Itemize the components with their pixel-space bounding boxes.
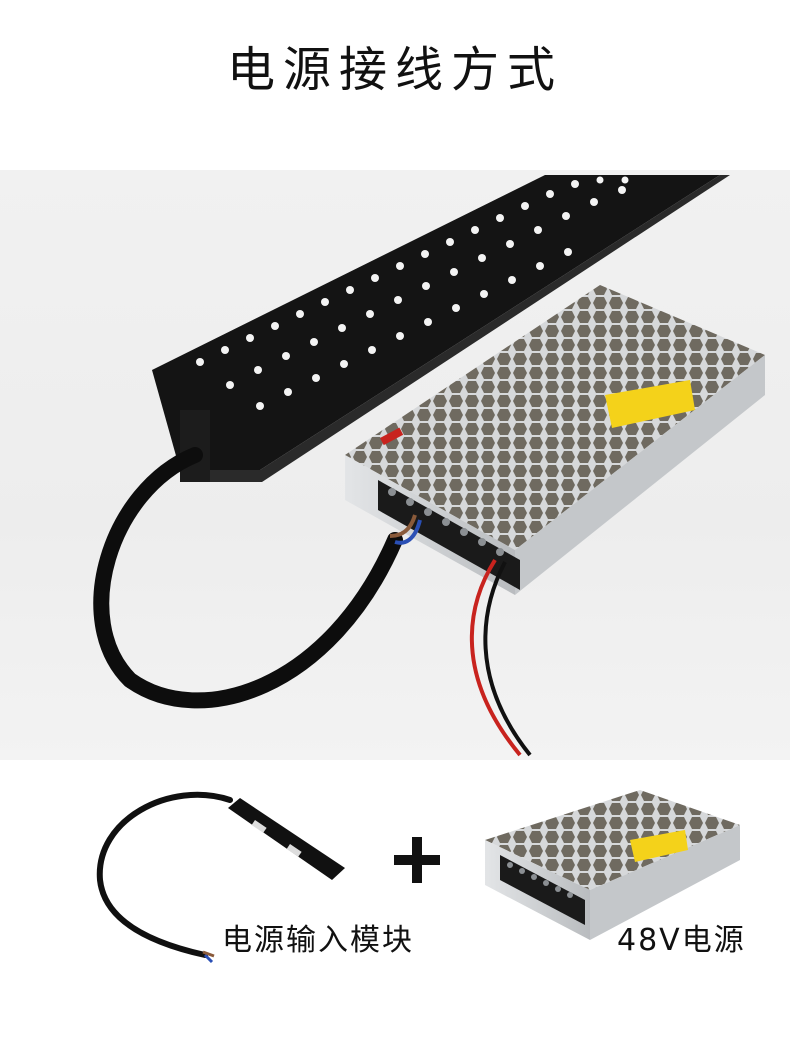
power-input-module [96, 791, 345, 964]
power-supply-small [485, 790, 740, 940]
input-cable [93, 447, 403, 709]
power-supply-label: 48V电源 [617, 923, 746, 958]
components-row [0, 760, 790, 1055]
hero-photo [0, 170, 790, 760]
power-input-module-label: 电源输入模块 [222, 923, 414, 958]
plus-icon [392, 835, 442, 885]
black-wire [483, 561, 532, 757]
red-wire [469, 558, 522, 757]
track-psu-illustration [93, 175, 765, 757]
page-title: 电源接线方式 [226, 42, 563, 98]
components-illustration [96, 790, 740, 964]
magnetic-track [152, 175, 730, 482]
power-supply [345, 285, 765, 595]
